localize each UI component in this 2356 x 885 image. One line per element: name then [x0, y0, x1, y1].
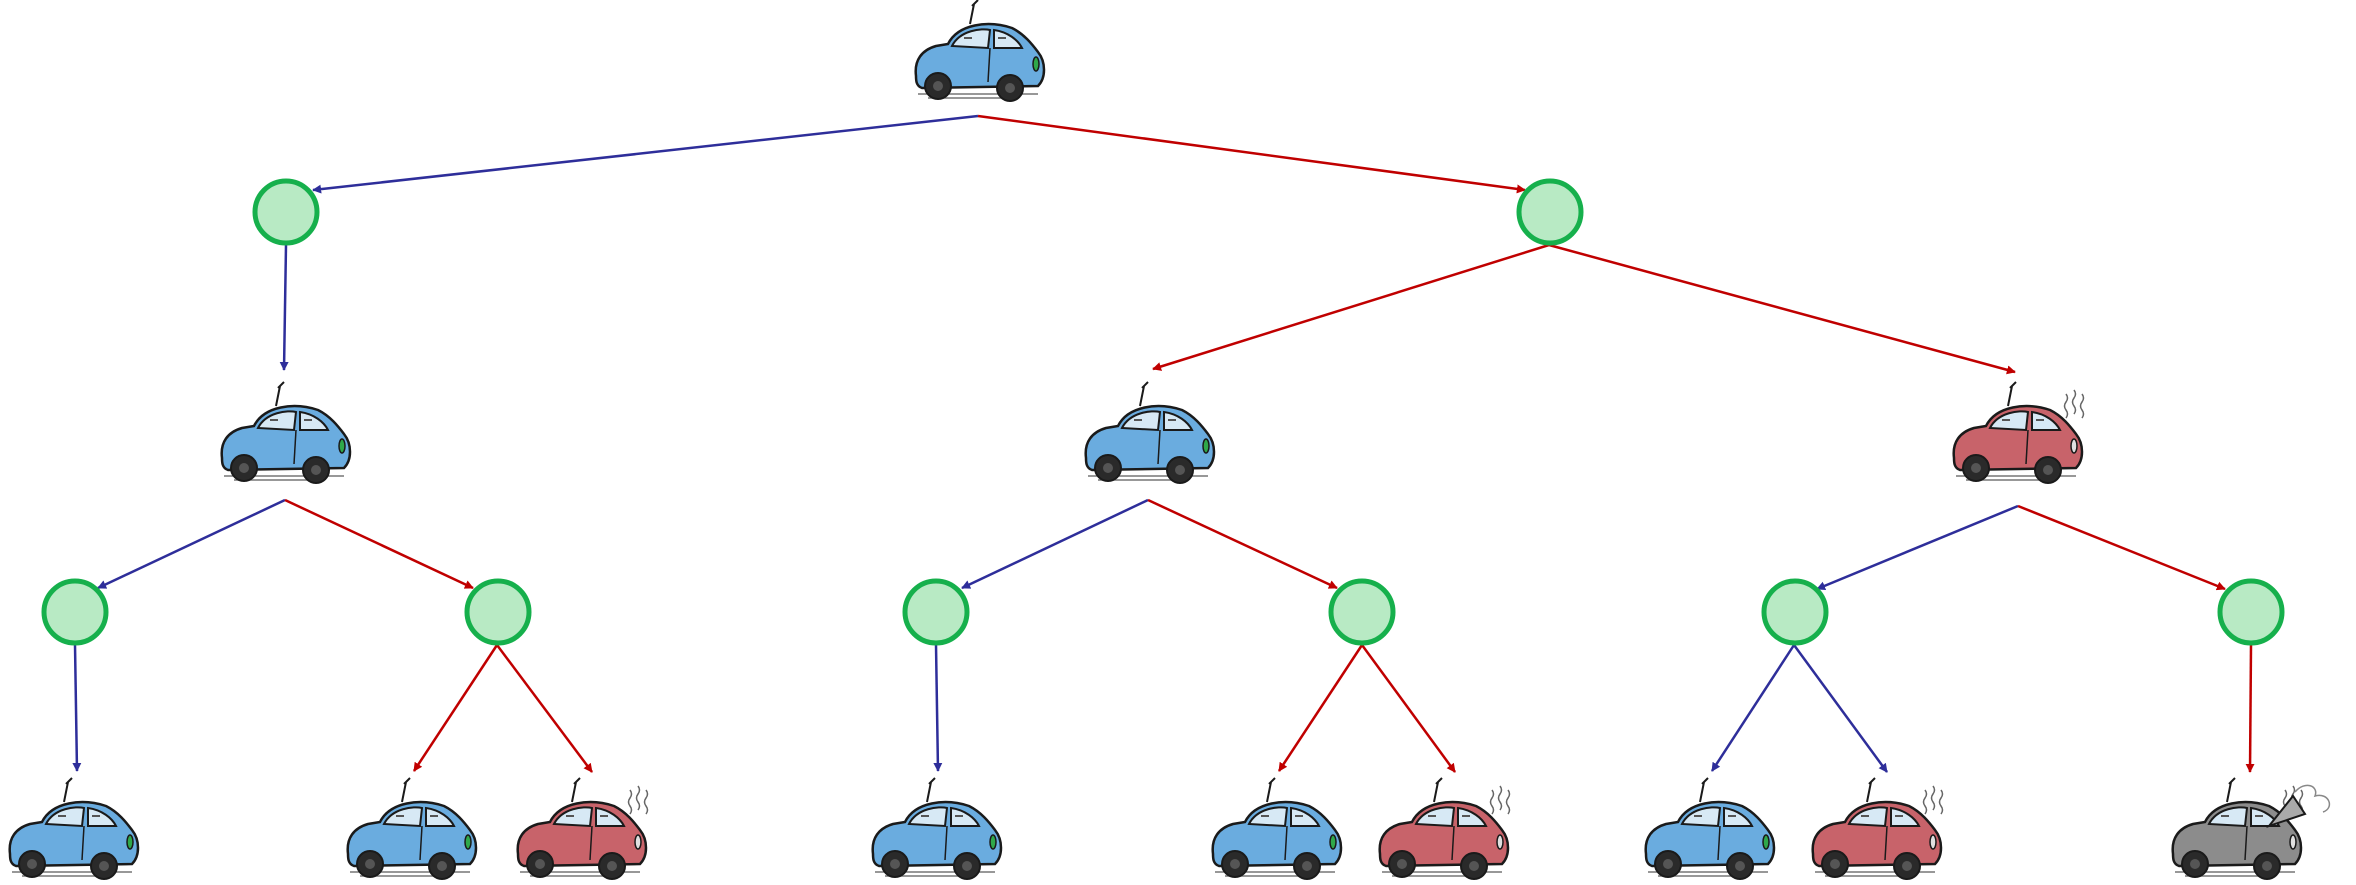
- fast-action-arrow: [412, 644, 499, 772]
- fast-action-arrow: [1548, 243, 2016, 375]
- warm-car-icon: [516, 777, 649, 880]
- chance-node: [41, 578, 109, 646]
- cool-car-icon: [8, 777, 140, 880]
- cool-car-icon: [1644, 777, 1776, 880]
- warm-car-icon: [1811, 777, 1944, 880]
- cool-car-icon: [871, 777, 1003, 880]
- chance-node: [1761, 578, 1829, 646]
- fast-action-arrow: [1147, 498, 1338, 590]
- fast-action-arrow: [495, 644, 594, 773]
- nodes-layer: [41, 178, 2285, 646]
- cool-car-icon: [1084, 381, 1216, 484]
- cool-car-icon: [1211, 777, 1343, 880]
- slow-action-arrow: [1792, 644, 1889, 773]
- slow-action-arrow: [961, 498, 1149, 590]
- cool-car-icon: [914, 0, 1046, 102]
- fast-action-arrow: [2245, 644, 2255, 773]
- fast-action-arrow: [977, 114, 1526, 194]
- cars-layer: [8, 0, 2331, 880]
- chance-node: [1328, 578, 1396, 646]
- slow-action-arrow: [97, 498, 286, 590]
- slow-action-arrow: [279, 244, 289, 371]
- fast-action-arrow: [2017, 504, 2226, 591]
- edges-layer: [72, 114, 2255, 773]
- chance-node: [464, 578, 532, 646]
- fast-action-arrow: [284, 498, 474, 590]
- slow-action-arrow: [933, 644, 943, 772]
- chance-node: [1516, 178, 1584, 246]
- cool-car-icon: [346, 777, 478, 880]
- overheated-car-icon: [2171, 777, 2331, 880]
- chance-node: [2217, 578, 2285, 646]
- warm-car-icon: [1378, 777, 1511, 880]
- fast-action-arrow: [1152, 243, 1550, 371]
- chance-node: [902, 578, 970, 646]
- fast-action-arrow: [1277, 644, 1364, 772]
- slow-action-arrow: [312, 114, 979, 194]
- cool-car-icon: [220, 381, 352, 484]
- chance-node: [252, 178, 320, 246]
- slow-action-arrow: [1816, 504, 2019, 591]
- fast-action-arrow: [1360, 644, 1457, 773]
- slow-action-arrow: [1710, 644, 1796, 772]
- slow-action-arrow: [72, 644, 82, 772]
- warm-car-icon: [1952, 381, 2085, 484]
